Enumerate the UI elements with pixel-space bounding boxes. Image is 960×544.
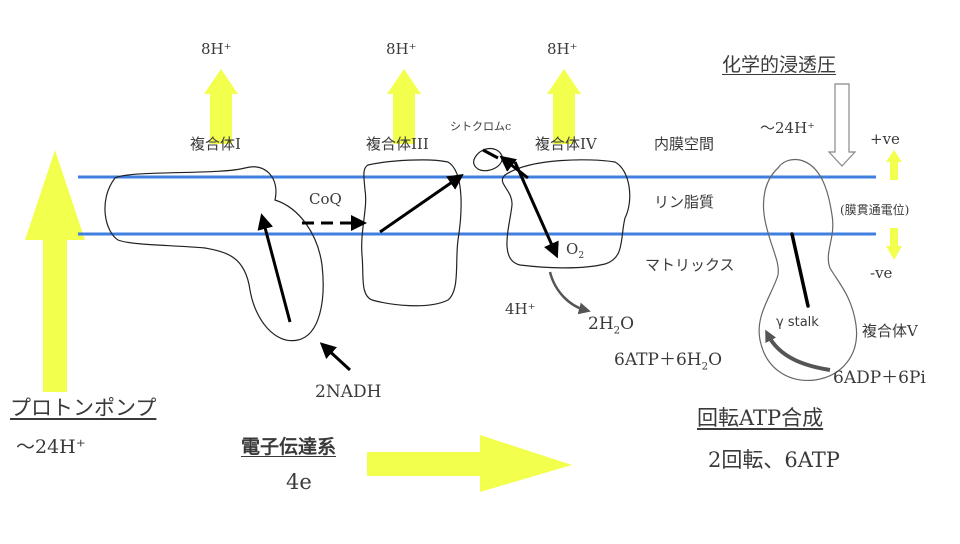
water-label: 2H2O [588,314,635,337]
intermembrane-space-label: 内膜空間 [654,135,715,153]
complex-3-outline [361,159,462,307]
proton-label-2: 8H⁺ [386,40,417,58]
proton-label-3: 8H⁺ [547,40,578,58]
electron-arrow-c4-down [513,161,559,259]
potential-plus-label: +ve [870,130,900,148]
proton-pump-title: プロトンポンプ [10,396,157,420]
complex-1-label: 複合体I [190,135,241,153]
complex-1-outline [104,166,324,342]
water-formation-arrow [548,271,591,315]
gamma-stalk-label: γ stalk [776,315,819,330]
nadh-label: 2NADH [315,382,382,402]
proton-up-arrow-3 [547,69,581,144]
proton-4h-label: 4H⁺ [505,300,536,318]
etc-electrons: 4e [286,470,312,494]
cytochrome-c-label: シトクロムc [450,120,512,133]
adp-label: 6ADP＋6Pi [833,368,926,388]
matrix-label: マトリックス [645,256,735,274]
electron-arrow-c3-up [379,174,464,234]
rotary-atp-title: 回転ATP合成 [697,406,824,430]
complex-4-outline [501,159,631,269]
proton-pump-count: ～24H⁺ [16,436,86,458]
complex-5-label: 複合体V [862,322,918,340]
potential-minus-label: -ve [870,264,893,282]
potential-plus-arrow [886,150,902,180]
atp-water-label: 6ATP＋6H2O [614,350,723,373]
proton-up-arrow-2 [387,69,421,144]
proton-label-1: 8H⁺ [201,40,232,58]
membrane-potential-label: (膜貫通電位) [840,203,910,217]
complex-5-outline [758,158,858,382]
electron-arrow-cytc-to-c4 [499,155,529,180]
cytochrome-c-outline [473,147,503,172]
etc-title: 電子伝達系 [241,436,337,458]
potential-24h-label: ～24H⁺ [760,119,816,137]
oxygen-label: O2 [566,240,585,261]
proton-pump-arrow [25,150,85,392]
proton-up-arrow-1 [204,69,238,144]
nadh-input-arrow [319,342,352,372]
cytc-short-line [482,148,499,160]
lipid-label: リン脂質 [654,193,715,211]
electron-arrow-nadh-to-c1 [257,213,292,323]
electron-transport-arrow [367,435,572,492]
atp-synthesis-arrow [765,329,831,372]
complex-3-label: 複合体III [366,135,429,153]
complex-4-label: 複合体IV [535,135,597,153]
potential-minus-arrow [886,228,902,260]
rotary-result: 2回転、6ATP [708,448,840,472]
gamma-stalk [790,232,810,308]
chemiosmotic-down-arrow [827,83,857,167]
coq-label: CoQ [309,190,342,208]
chemiosmotic-title: 化学的浸透圧 [722,54,837,76]
